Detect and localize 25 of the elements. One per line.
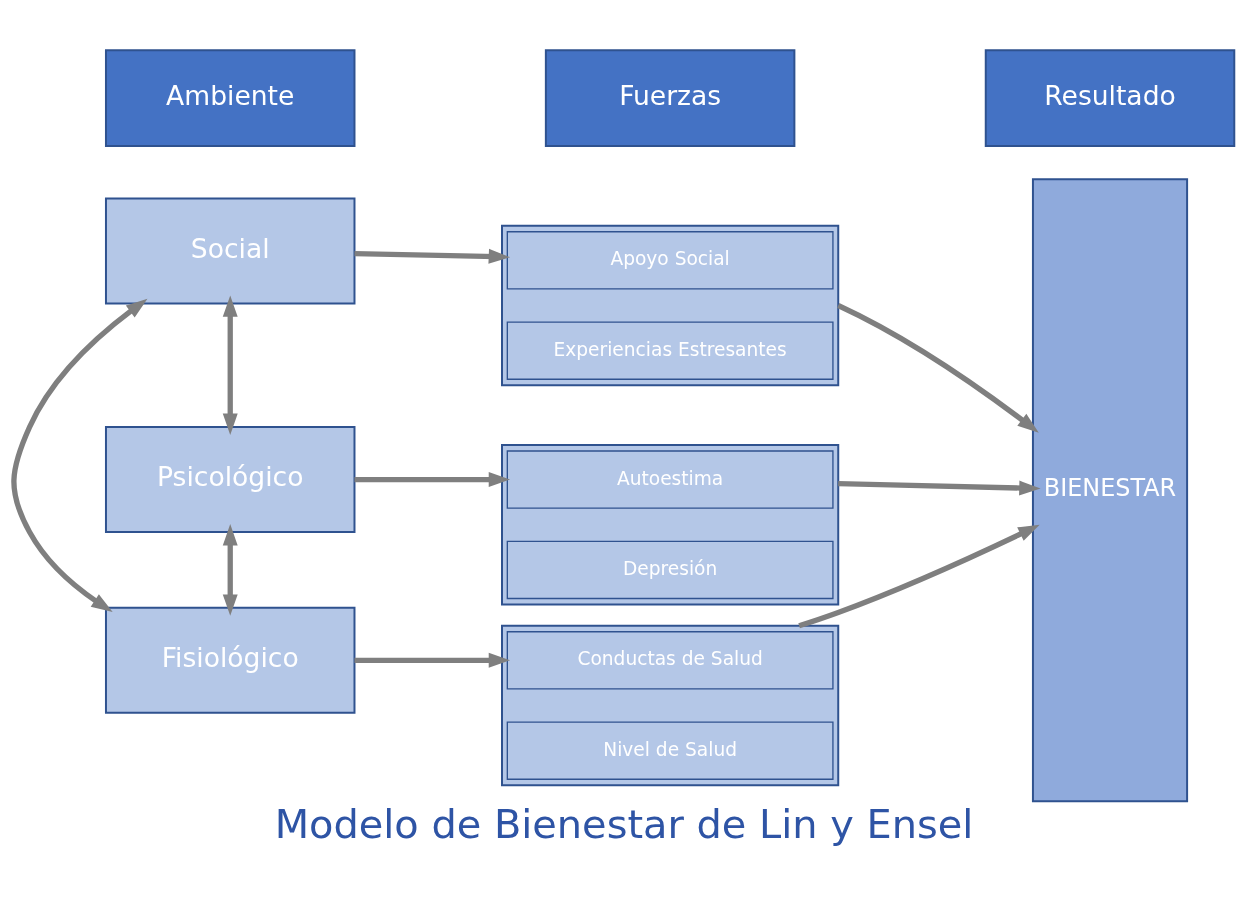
cluster bbox=[501, 443, 840, 605]
node-box: Psicológico bbox=[104, 425, 356, 533]
node-box: Depresión bbox=[506, 540, 834, 599]
node-box: Conductas de Salud bbox=[506, 630, 834, 690]
arrow bbox=[222, 295, 238, 435]
arrow bbox=[222, 523, 238, 616]
node-box: Resultado bbox=[984, 48, 1236, 147]
node-box: Fisiológico bbox=[104, 606, 356, 714]
arrow bbox=[837, 302, 1039, 433]
node-box: Nivel de Salud bbox=[506, 720, 834, 780]
node-box: Autoestima bbox=[506, 449, 834, 509]
caption: Modelo de Bienestar de Lin y Ensel bbox=[274, 800, 974, 847]
node-box: Social bbox=[104, 197, 356, 304]
cluster bbox=[501, 224, 840, 386]
arrow bbox=[354, 471, 511, 487]
cluster bbox=[501, 624, 840, 786]
arrow bbox=[354, 248, 511, 264]
node-box: Apoyo Social bbox=[506, 230, 834, 290]
arrow bbox=[11, 298, 148, 612]
node-box: Ambiente bbox=[104, 48, 356, 147]
arrow bbox=[354, 652, 511, 668]
node-box: BIENESTAR bbox=[1031, 177, 1189, 802]
node-box: Fuerzas bbox=[544, 48, 796, 147]
arrow bbox=[838, 480, 1041, 495]
node-box: Experiencias Estresantes bbox=[506, 320, 834, 380]
